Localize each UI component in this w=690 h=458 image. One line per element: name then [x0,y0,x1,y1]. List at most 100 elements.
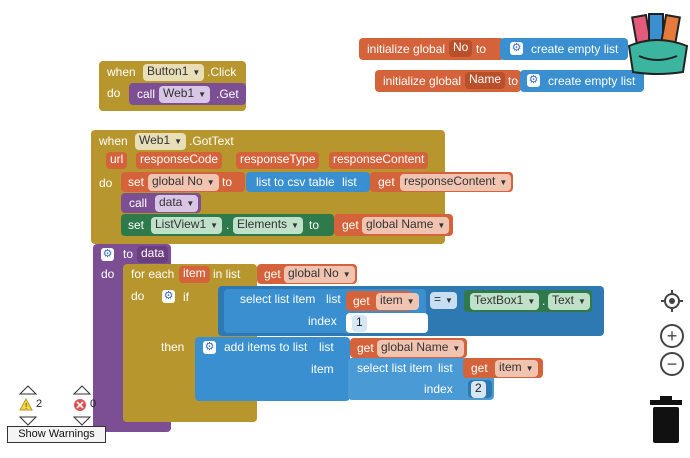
error-toggle-down[interactable] [72,415,92,426]
variable-name: item [380,293,403,307]
gear-icon[interactable]: ⚙ [162,290,175,303]
variable-name: global Name [381,340,449,354]
trash-icon[interactable] [648,396,684,444]
component-dropdown[interactable]: Button1▼ [143,64,205,81]
global-name-field[interactable]: No [449,40,473,57]
component-dropdown[interactable]: Web1▼ [135,133,187,150]
component-name: TextBox1 [474,293,524,307]
param-responsetype[interactable]: responseType [236,152,320,169]
property-dropdown[interactable]: Elements▼ [233,217,303,234]
select-list-item-label: select list item [240,292,316,306]
warning-indicator[interactable]: ! 2 [19,398,49,412]
method-name: .Get [216,87,239,101]
property-name: Elements [237,217,288,231]
index-value[interactable]: 1 [352,315,367,332]
gear-icon[interactable]: ⚙ [203,341,216,354]
button-click-event-block[interactable]: when Button1▼ .Click do call Web1▼ .Get [99,61,246,111]
list-label: list [319,340,334,354]
create-empty-list-label: create empty list [531,42,619,56]
variable-dropdown[interactable]: item▼ [376,293,419,310]
call-data-block[interactable]: call data▼ [121,193,201,213]
gear-icon[interactable]: ⚙ [101,248,114,261]
dot-label: . [226,218,230,232]
variable-dropdown[interactable]: global Name▼ [377,340,465,357]
variable-dropdown[interactable]: global Name▼ [362,217,450,234]
compare-block[interactable]: select list item list index get item▼ 1 … [218,286,604,336]
warning-toggle-down[interactable] [18,415,38,426]
get-global-name-block[interactable]: get global Name▼ [350,338,467,358]
gear-icon[interactable]: ⚙ [510,42,523,55]
operator-dropdown[interactable]: =▼ [430,292,457,309]
global-name-field[interactable]: Name [465,72,506,89]
svg-text:!: ! [25,402,27,411]
list-label: list [326,292,341,306]
warning-count: 2 [36,398,43,410]
list-to-csv-table-block[interactable]: list to csv table list [246,172,370,192]
get-item-block[interactable]: get item▼ [346,291,419,311]
create-empty-list-block[interactable]: ⚙ create empty list [500,38,628,60]
procedure-name-field[interactable]: data [137,246,169,263]
get-responsecontent-block[interactable]: get responseContent▼ [370,172,513,192]
param-url[interactable]: url [106,152,128,169]
when-label: when [107,65,136,79]
param-responsecode[interactable]: responseCode [136,152,223,169]
warning-toggle-up[interactable] [18,384,38,395]
error-indicator[interactable]: 0 [73,398,99,412]
global-no-block[interactable]: initialize global No to [359,38,504,60]
zoom-in-icon[interactable]: + [660,324,684,348]
component-name: ListView1 [155,217,207,231]
gear-icon[interactable]: ⚙ [527,74,540,87]
property-dropdown[interactable]: Text▼ [548,293,590,310]
create-empty-list-block[interactable]: ⚙ create empty list [520,70,644,92]
event-name: .Click [207,65,237,79]
if-label: if [183,290,189,304]
variable-dropdown[interactable]: responseContent▼ [400,174,512,191]
call-web-get-block[interactable]: call Web1▼ .Get [129,83,246,105]
set-label: set [128,175,145,189]
to-label: to [309,218,320,232]
zoom-out-icon[interactable]: − [660,352,684,376]
get-item-block[interactable]: get item▼ [463,358,543,378]
index-value[interactable]: 2 [471,381,486,398]
backpack-icon[interactable] [625,12,690,77]
get-label: get [342,218,359,232]
component-name: Web1 [163,86,195,100]
set-listview-elements-block[interactable]: set ListView1▼ . Elements▼ to [121,214,334,236]
add-items-to-list-block[interactable]: ⚙ add items to list list item [195,337,350,401]
variable-name: global No [152,174,203,188]
variable-name: global Name [366,217,434,231]
number-block[interactable]: 1 [346,313,428,333]
variable-dropdown[interactable]: global No▼ [148,174,219,191]
get-global-name-block[interactable]: get global Name▼ [334,214,453,236]
global-name-block[interactable]: initialize global Name to [375,70,521,92]
func-label: list to csv table [256,175,335,189]
procedure-name: data [159,195,183,209]
param-responsecontent[interactable]: responseContent [329,152,429,169]
component-name: Button1 [147,64,189,78]
event-name: .GotText [189,134,234,148]
when-label: when [99,134,128,148]
variable-dropdown[interactable]: item▼ [495,360,538,377]
index-label: index [308,314,337,328]
get-global-no-block[interactable]: get global No▼ [257,264,357,284]
variable-name: responseContent [404,174,496,188]
number-block[interactable]: 2 [468,380,492,398]
index-label: index [424,382,453,396]
set-global-no-block[interactable]: set global No▼ to [121,172,245,192]
item-param[interactable]: item [179,266,210,283]
recenter-icon[interactable] [660,289,684,313]
component-dropdown[interactable]: TextBox1▼ [470,293,540,310]
show-warnings-button[interactable]: Show Warnings [7,426,106,443]
operator-symbol: = [434,292,442,306]
get-label: get [471,361,488,375]
do-label: do [101,267,115,281]
to-label: to [222,175,233,189]
component-dropdown[interactable]: Web1▼ [159,86,211,103]
global-keyword: initialize global [383,74,462,88]
component-dropdown[interactable]: ListView1▼ [151,217,223,234]
procedure-dropdown[interactable]: data▼ [155,195,199,212]
error-toggle-up[interactable] [72,384,92,395]
textbox-text-block[interactable]: TextBox1▼ . Text▼ [464,290,592,312]
variable-dropdown[interactable]: global No▼ [284,266,355,283]
get-label: get [264,267,281,281]
